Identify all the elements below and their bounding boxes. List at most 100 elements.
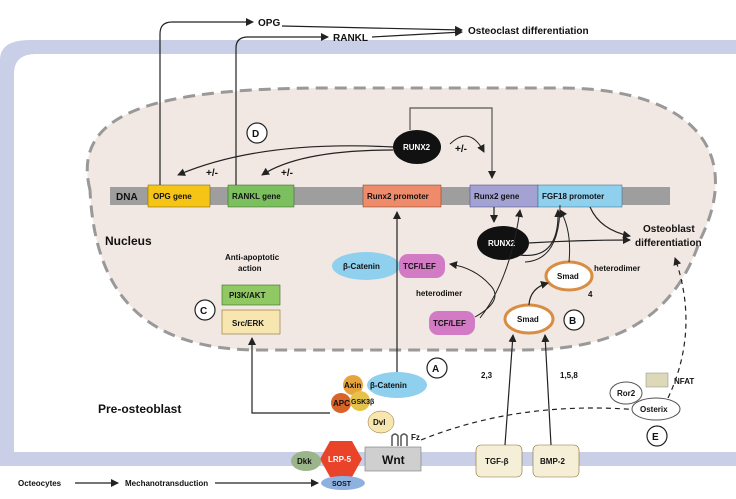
tgf-beta-label: TGF-β bbox=[485, 457, 509, 466]
fgf18-promoter-box bbox=[537, 184, 623, 208]
pi3k-akt-box bbox=[221, 284, 281, 306]
plus-minus-runx2: +/- bbox=[455, 144, 467, 155]
nfat-box bbox=[645, 372, 669, 388]
runx2-to-rankl-arrow bbox=[261, 149, 394, 176]
rankl-top-label: RANKL bbox=[333, 33, 368, 44]
smad-dimer-arrow bbox=[528, 281, 549, 306]
catenin-to-pi3k-arrow bbox=[248, 337, 330, 414]
marker-a bbox=[426, 357, 448, 379]
nucleus bbox=[85, 86, 717, 352]
opg-gene-box bbox=[147, 184, 211, 208]
runx2-to-osteoblast-arrow bbox=[527, 236, 631, 245]
lrp5-receptor bbox=[320, 441, 362, 477]
osterix-to-osteoblast-dashed bbox=[667, 257, 687, 399]
anti-apoptotic-label-2: action bbox=[238, 264, 262, 273]
sost-protein bbox=[321, 476, 365, 490]
osteoclast-differentiation-label: Osteoclast differentiation bbox=[468, 26, 589, 37]
dkk-protein bbox=[291, 451, 321, 471]
plus-minus-opg: +/- bbox=[206, 168, 218, 179]
tcf-lef-cyto-box bbox=[429, 311, 475, 335]
rankl-gene-box bbox=[227, 184, 295, 208]
pre-osteoblast-label: Pre-osteoblast bbox=[98, 402, 181, 416]
fgf18-promoter-label: FGF18 promoter bbox=[542, 192, 604, 201]
dvl-protein bbox=[367, 410, 395, 434]
dvl-label: Dvl bbox=[373, 418, 385, 427]
tcf-lef-nuclear-box bbox=[399, 254, 445, 278]
ror2-label: Ror2 bbox=[617, 389, 636, 398]
runx2-mid-label: RUNX2 bbox=[488, 239, 516, 248]
rankl-to-osteoclast-arrow bbox=[371, 28, 463, 38]
tgf-beta-box bbox=[475, 444, 523, 478]
ror2-protein bbox=[609, 381, 643, 405]
tcf-to-nuclear-arrow bbox=[449, 261, 496, 318]
runx2-to-fgf18-arrow bbox=[519, 209, 563, 257]
osteocytes-label: Octeocytes bbox=[18, 479, 62, 488]
dna-label: DNA bbox=[116, 192, 138, 203]
marker-a-label: A bbox=[432, 364, 439, 375]
heterodimer-left-label: heterodimer bbox=[416, 289, 462, 298]
runx2-autoregulation-loop bbox=[449, 135, 485, 153]
src-erk-box bbox=[221, 309, 281, 335]
plus-minus-rankl: +/- bbox=[281, 168, 293, 179]
marker-d bbox=[246, 122, 268, 144]
frizzled-receptor bbox=[391, 433, 408, 446]
runx2-promoter-label: Runx2 promoter bbox=[367, 192, 429, 201]
runx2-gene-label: Runx2 gene bbox=[474, 192, 520, 201]
apc-label: APC bbox=[333, 399, 350, 408]
tcf-to-runx2-arrow bbox=[479, 209, 523, 319]
gsk3b-protein bbox=[350, 391, 370, 411]
bmp2-label: BMP-2 bbox=[540, 457, 565, 466]
num-158-label: 1,5,8 bbox=[560, 371, 578, 380]
osteoblast-diff-label-1: Osteoblast bbox=[643, 224, 695, 235]
nucleus-label: Nucleus bbox=[105, 234, 152, 248]
smad-to-fgf18-arrow bbox=[559, 209, 571, 263]
rankl-gene-label: RANKL gene bbox=[232, 192, 281, 201]
osterix-protein bbox=[631, 397, 681, 421]
bmp2-box bbox=[532, 444, 580, 478]
runx2-top-protein bbox=[393, 130, 441, 164]
beta-catenin-cyto-label: β-Catenin bbox=[370, 381, 407, 390]
smad-bottom-label: Smad bbox=[517, 315, 539, 324]
tgf-to-smad-arrow bbox=[504, 334, 517, 446]
axin-label: Axin bbox=[344, 381, 361, 390]
marker-c bbox=[194, 299, 216, 321]
marker-d-label: D bbox=[252, 129, 259, 140]
axin-protein bbox=[343, 375, 363, 395]
bmp-to-smad-arrow bbox=[541, 334, 552, 446]
marker-b-label: B bbox=[569, 316, 576, 327]
num-23-label: 2,3 bbox=[481, 371, 493, 380]
sost-label: SOST bbox=[332, 481, 352, 488]
heterodimer-right-label: heterodimer bbox=[594, 264, 640, 273]
marker-e-label: E bbox=[652, 432, 659, 443]
nfat-label: NFAT bbox=[674, 377, 694, 386]
rankl-to-top-arrow bbox=[235, 33, 329, 185]
smad-to-runx2-arrow bbox=[524, 204, 561, 263]
osterix-label: Osterix bbox=[640, 405, 668, 414]
runx2-top-label: RUNX2 bbox=[403, 143, 431, 152]
gsk3b-label: GSK3β bbox=[351, 399, 375, 406]
beta-catenin-nuclear-label: β-Catenin bbox=[343, 262, 380, 271]
marker-e bbox=[646, 425, 668, 447]
mechano-label: Mechanotransduction bbox=[125, 479, 208, 488]
marker-b bbox=[563, 309, 585, 331]
opg-to-top-arrow bbox=[159, 18, 254, 185]
opg-gene-label: OPG gene bbox=[153, 192, 192, 201]
apc-protein bbox=[331, 393, 351, 413]
beta-catenin-nuclear bbox=[332, 252, 400, 280]
runx2-feedback-arrow bbox=[409, 107, 496, 179]
osteoblast-diff-label-2: differentiation bbox=[635, 238, 702, 249]
lrp5-label: LRP-5 bbox=[328, 455, 352, 464]
opg-to-osteoclast-arrow bbox=[281, 25, 463, 34]
wnt-to-osterix-dashed bbox=[420, 405, 641, 441]
wnt-label: Wnt bbox=[382, 453, 405, 467]
wnt-box bbox=[364, 446, 422, 472]
smad-top-label: Smad bbox=[557, 272, 579, 281]
anti-apoptotic-label-1: Anti-apoptotic bbox=[225, 253, 280, 262]
pi3k-akt-label: PI3K/AKT bbox=[229, 291, 266, 300]
src-erk-label: Src/ERK bbox=[232, 319, 264, 328]
runx2-to-opg-arrow bbox=[177, 145, 394, 176]
num-4-label: 4 bbox=[588, 290, 593, 299]
fz-label: Fz bbox=[411, 433, 420, 442]
